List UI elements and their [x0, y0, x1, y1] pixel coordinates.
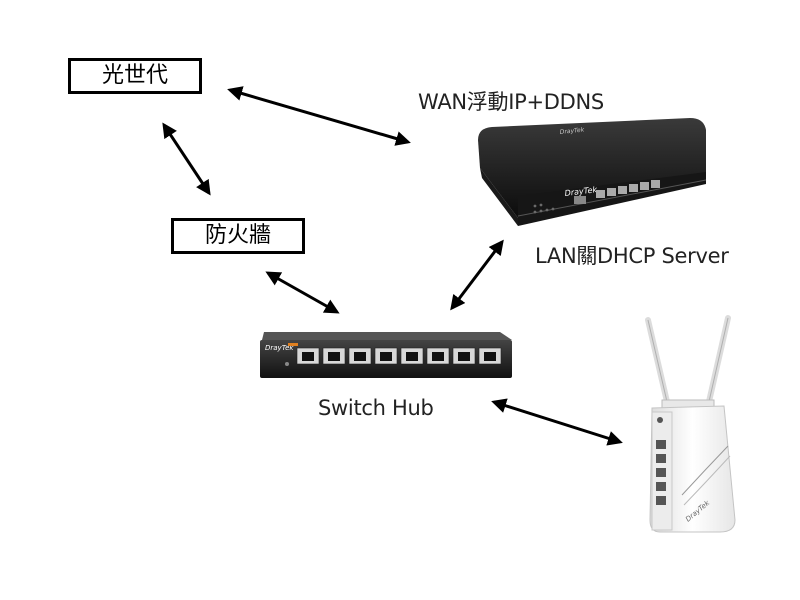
arrow-firewall-switch	[265, 271, 340, 314]
router-brand-logo: DrayTek	[564, 185, 598, 198]
router-ports	[574, 180, 660, 204]
isp-node-label: 光世代	[68, 58, 202, 94]
switch-device: DrayTek	[260, 332, 512, 378]
router-top-logo: DrayTek	[559, 126, 585, 136]
arrow-isp-firewall	[162, 122, 211, 196]
switch-caption: Switch Hub	[318, 396, 434, 420]
firewall-node-label: 防火牆	[171, 218, 305, 254]
switch-brand-logo: DrayTek	[265, 344, 294, 352]
router-lan-caption: LAN關DHCP Server	[535, 244, 729, 268]
arrow-router-switch	[450, 239, 504, 311]
ap-ports	[656, 440, 666, 505]
router-wan-caption: WAN浮動IP+DDNS	[418, 90, 604, 114]
arrow-switch-ap	[491, 398, 623, 446]
router-device: DrayTek DrayTek	[478, 118, 707, 226]
switch-power-led	[285, 362, 289, 366]
arrow-isp-router	[227, 86, 411, 146]
router-leds	[533, 203, 555, 214]
access-point-device: DrayTek	[645, 315, 736, 533]
